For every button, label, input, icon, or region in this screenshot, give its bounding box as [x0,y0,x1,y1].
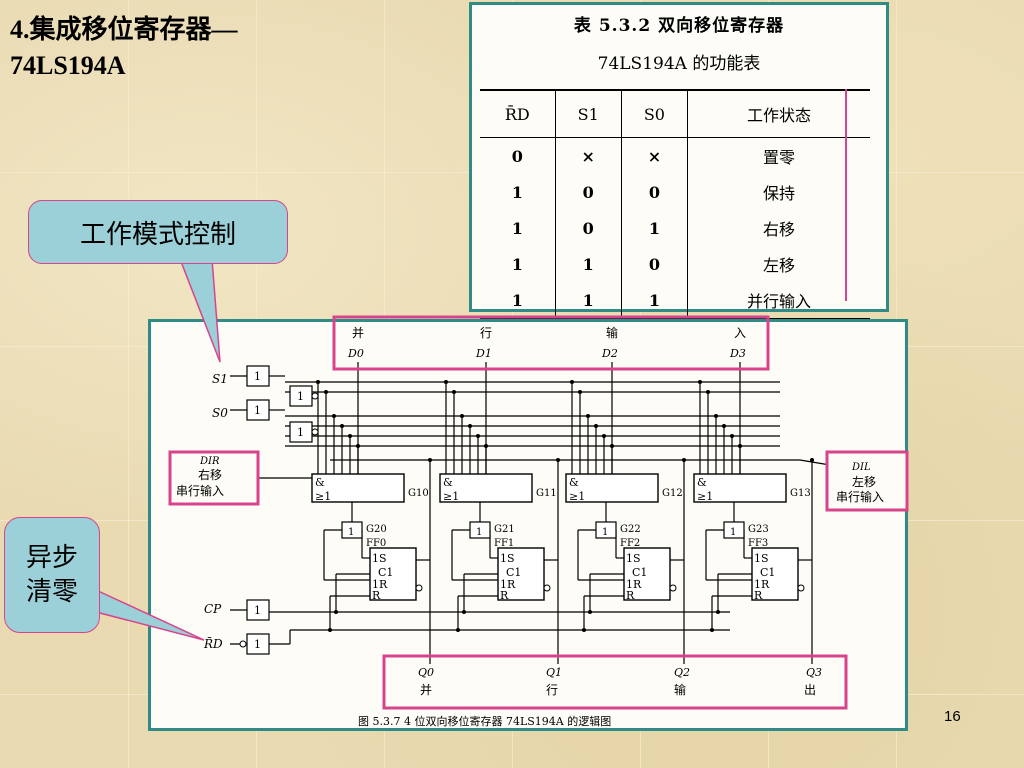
header-rd: R̄D [480,89,556,138]
cell-s0: 0 [620,246,688,282]
cell-state: 置零 [687,137,870,174]
header-state: 工作状态 [687,89,870,138]
cell-state: 左移 [687,246,870,282]
table-row: 1 1 0 左移 [480,246,870,282]
slide-title: 4.集成移位寄存器— 74LS194A [10,12,238,84]
cell-rd: 1 [511,254,523,274]
page-number: 16 [944,708,961,725]
cell-rd: 1 [480,282,556,320]
cell-s1: 1 [554,282,622,320]
table-row: 1 0 1 右移 [480,210,870,246]
cell-s1: × [554,137,622,174]
logic-diagram-panel [148,319,908,731]
cell-s1: 0 [554,210,622,246]
table-row: 1 0 0 保持 [480,174,870,210]
cell-s0: 1 [620,282,688,320]
highlight-mark [845,89,847,301]
async-clear-callout: 异步 清零 [4,517,100,633]
cell-s0: × [620,137,688,174]
table-header-row: R̄D S1 S0 工作状态 [480,89,870,138]
function-table: R̄D S1 S0 工作状态 0 × × 置零 1 0 0 保持 1 0 [480,89,870,320]
cell-rd: 1 [511,182,523,202]
cell-state: 右移 [687,210,870,246]
title-line-2: 74LS194A [10,51,126,80]
cell-s1: 1 [554,246,622,282]
table-row: 1 1 1 并行输入 [480,282,870,320]
cell-s0: 0 [620,174,688,210]
cell-rd: 0 [511,146,523,166]
mode-control-callout: 工作模式控制 [28,200,288,264]
header-s1: S1 [554,89,622,138]
title-line-1: 4.集成移位寄存器— [10,15,238,44]
async-clear-line1: 异步 [25,543,78,573]
mode-control-text: 工作模式控制 [79,219,236,250]
table-row: 0 × × 置零 [480,137,870,174]
async-clear-line2: 清零 [25,577,78,607]
cell-s0: 1 [620,210,688,246]
cell-s1: 0 [554,174,622,210]
table-subtitle: 74LS194A 的功能表 [597,54,761,74]
cell-state: 保持 [687,174,870,210]
cell-rd: 1 [511,218,523,238]
function-table-panel: 表 5.3.2 双向移位寄存器 74LS194A 的功能表 R̄D S1 S0 … [469,2,889,320]
cell-state: 并行输入 [687,282,870,320]
table-title: 表 5.3.2 双向移位寄存器 [573,16,785,36]
header-s0: S0 [620,89,688,138]
